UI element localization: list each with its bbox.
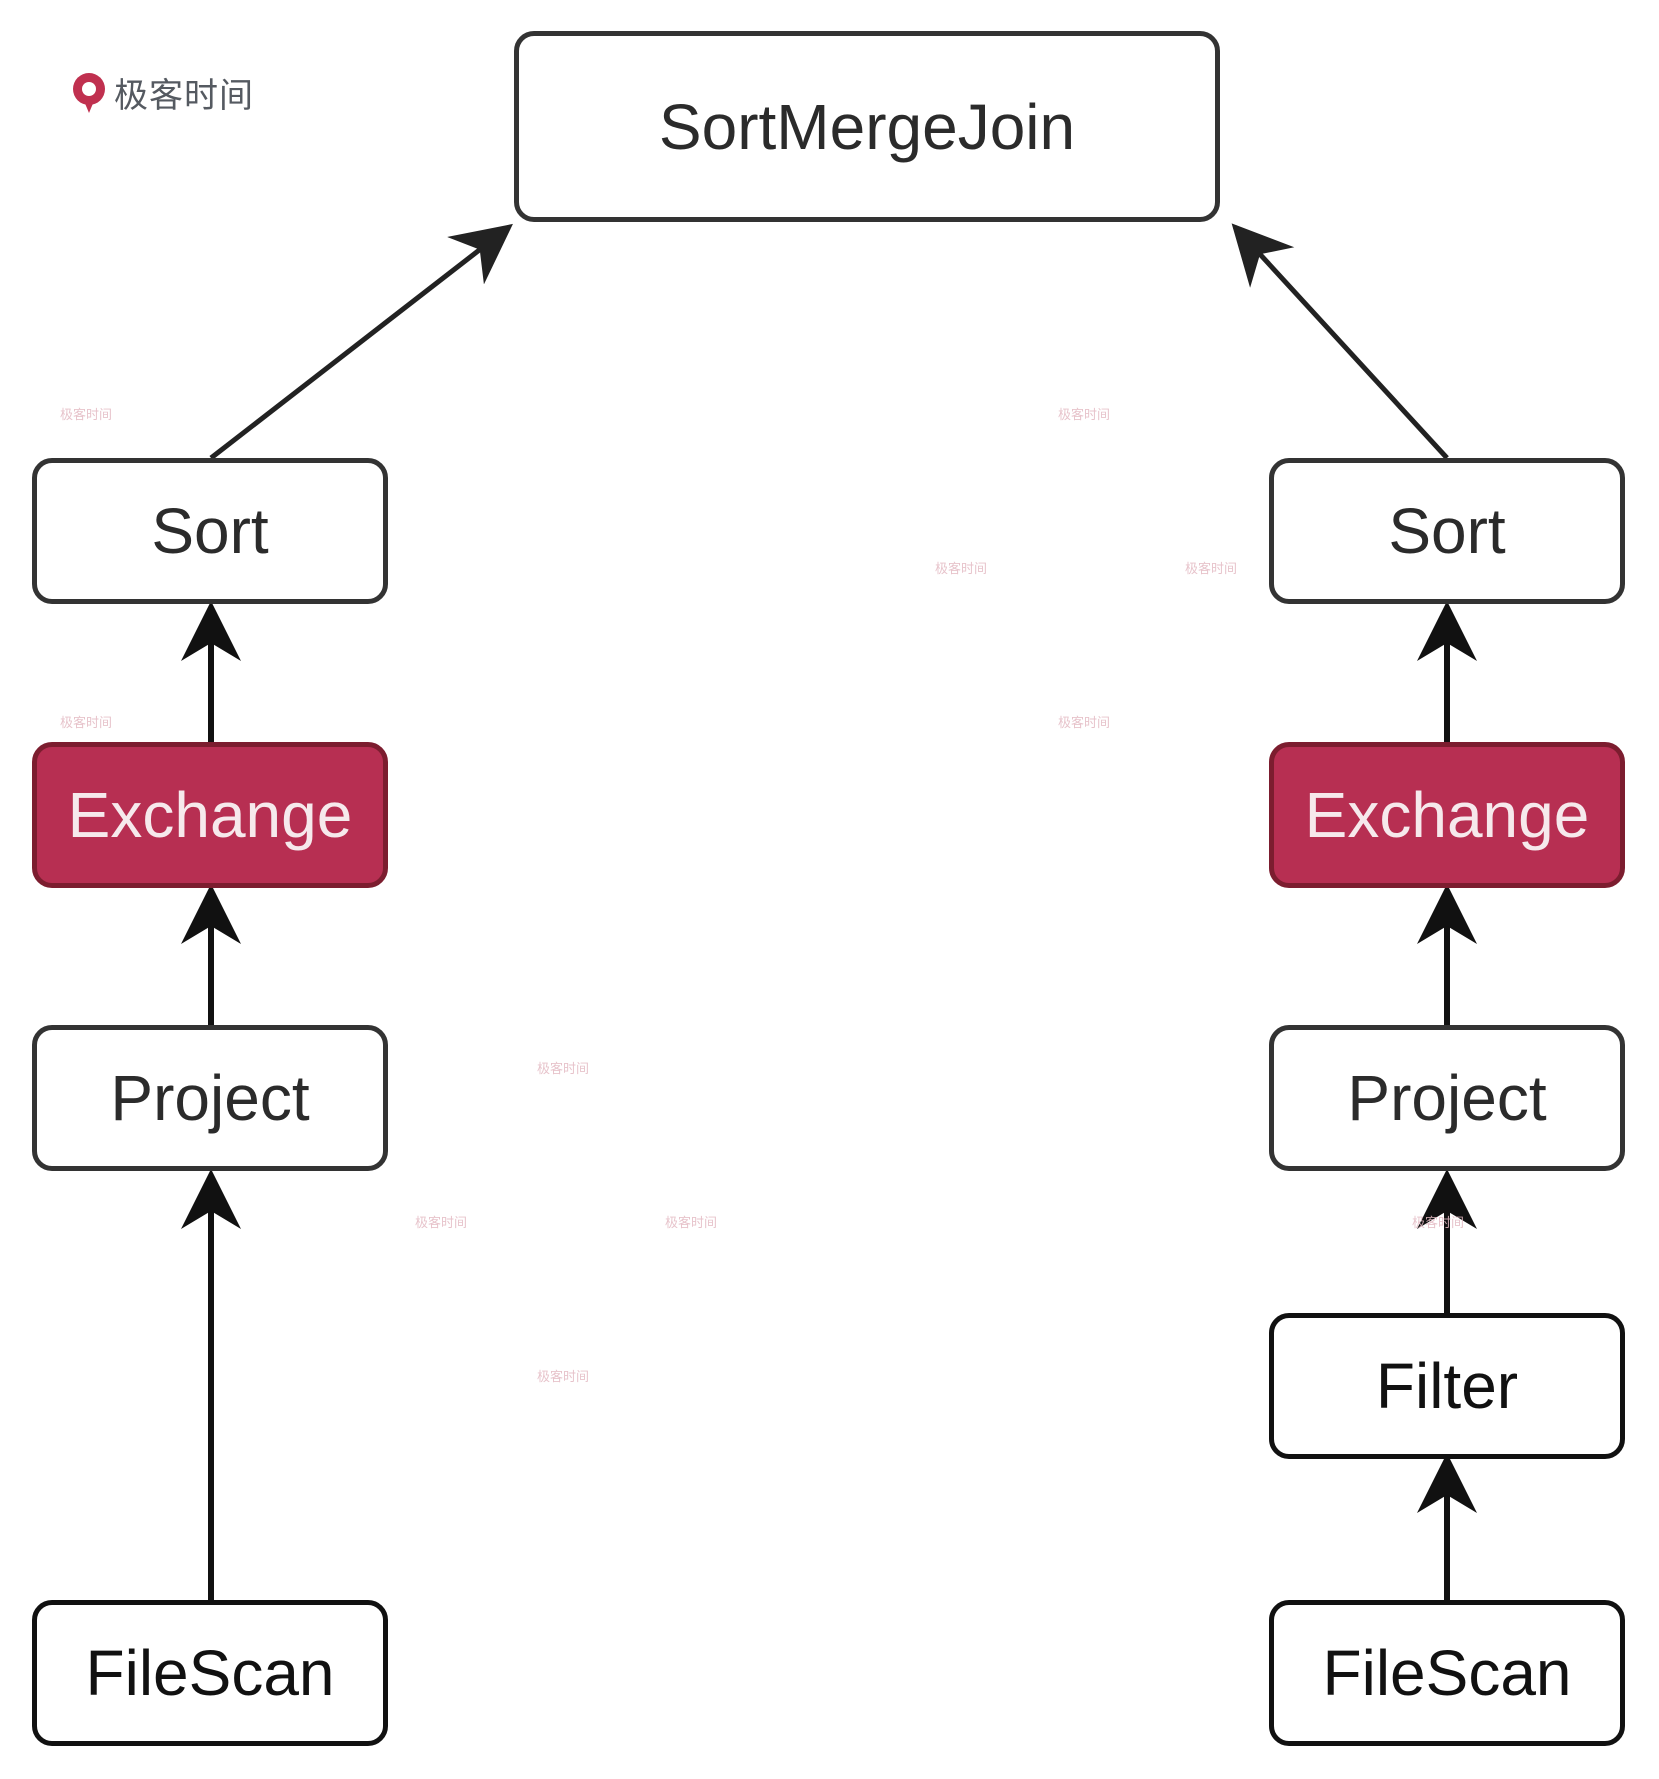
node-right-exchange: Exchange bbox=[1269, 742, 1625, 888]
node-right-sort: Sort bbox=[1269, 458, 1625, 604]
watermark: 极客时间 bbox=[1412, 1216, 1465, 1231]
watermark: 极客时间 bbox=[537, 1062, 590, 1077]
brand-name: 极客时间 bbox=[114, 76, 254, 116]
watermark: 极客时间 bbox=[1185, 562, 1238, 577]
edge-left-sort-to-join bbox=[209, 223, 513, 460]
watermark: 极客时间 bbox=[60, 716, 113, 731]
node-left-project: Project bbox=[32, 1025, 388, 1171]
watermark: 极客时间 bbox=[60, 408, 113, 423]
watermark: 极客时间 bbox=[935, 562, 988, 577]
node-left-filescan: FileScan bbox=[32, 1600, 388, 1746]
brand-logo: 极客时间 bbox=[70, 68, 254, 117]
watermark: 极客时间 bbox=[415, 1216, 468, 1231]
node-right-project: Project bbox=[1269, 1025, 1625, 1171]
node-right-filescan: FileScan bbox=[1269, 1600, 1625, 1746]
watermark: 极客时间 bbox=[665, 1216, 718, 1231]
edge-right-sort-to-join bbox=[1231, 223, 1449, 460]
watermark: 极客时间 bbox=[1058, 408, 1111, 423]
node-left-exchange: Exchange bbox=[32, 742, 388, 888]
node-right-filter: Filter bbox=[1269, 1313, 1625, 1459]
watermark: 极客时间 bbox=[537, 1370, 590, 1385]
geektime-logo-icon bbox=[73, 72, 105, 113]
node-sortmergejoin: SortMergeJoin bbox=[514, 31, 1220, 222]
watermark: 极客时间 bbox=[1058, 716, 1111, 731]
node-left-sort: Sort bbox=[32, 458, 388, 604]
